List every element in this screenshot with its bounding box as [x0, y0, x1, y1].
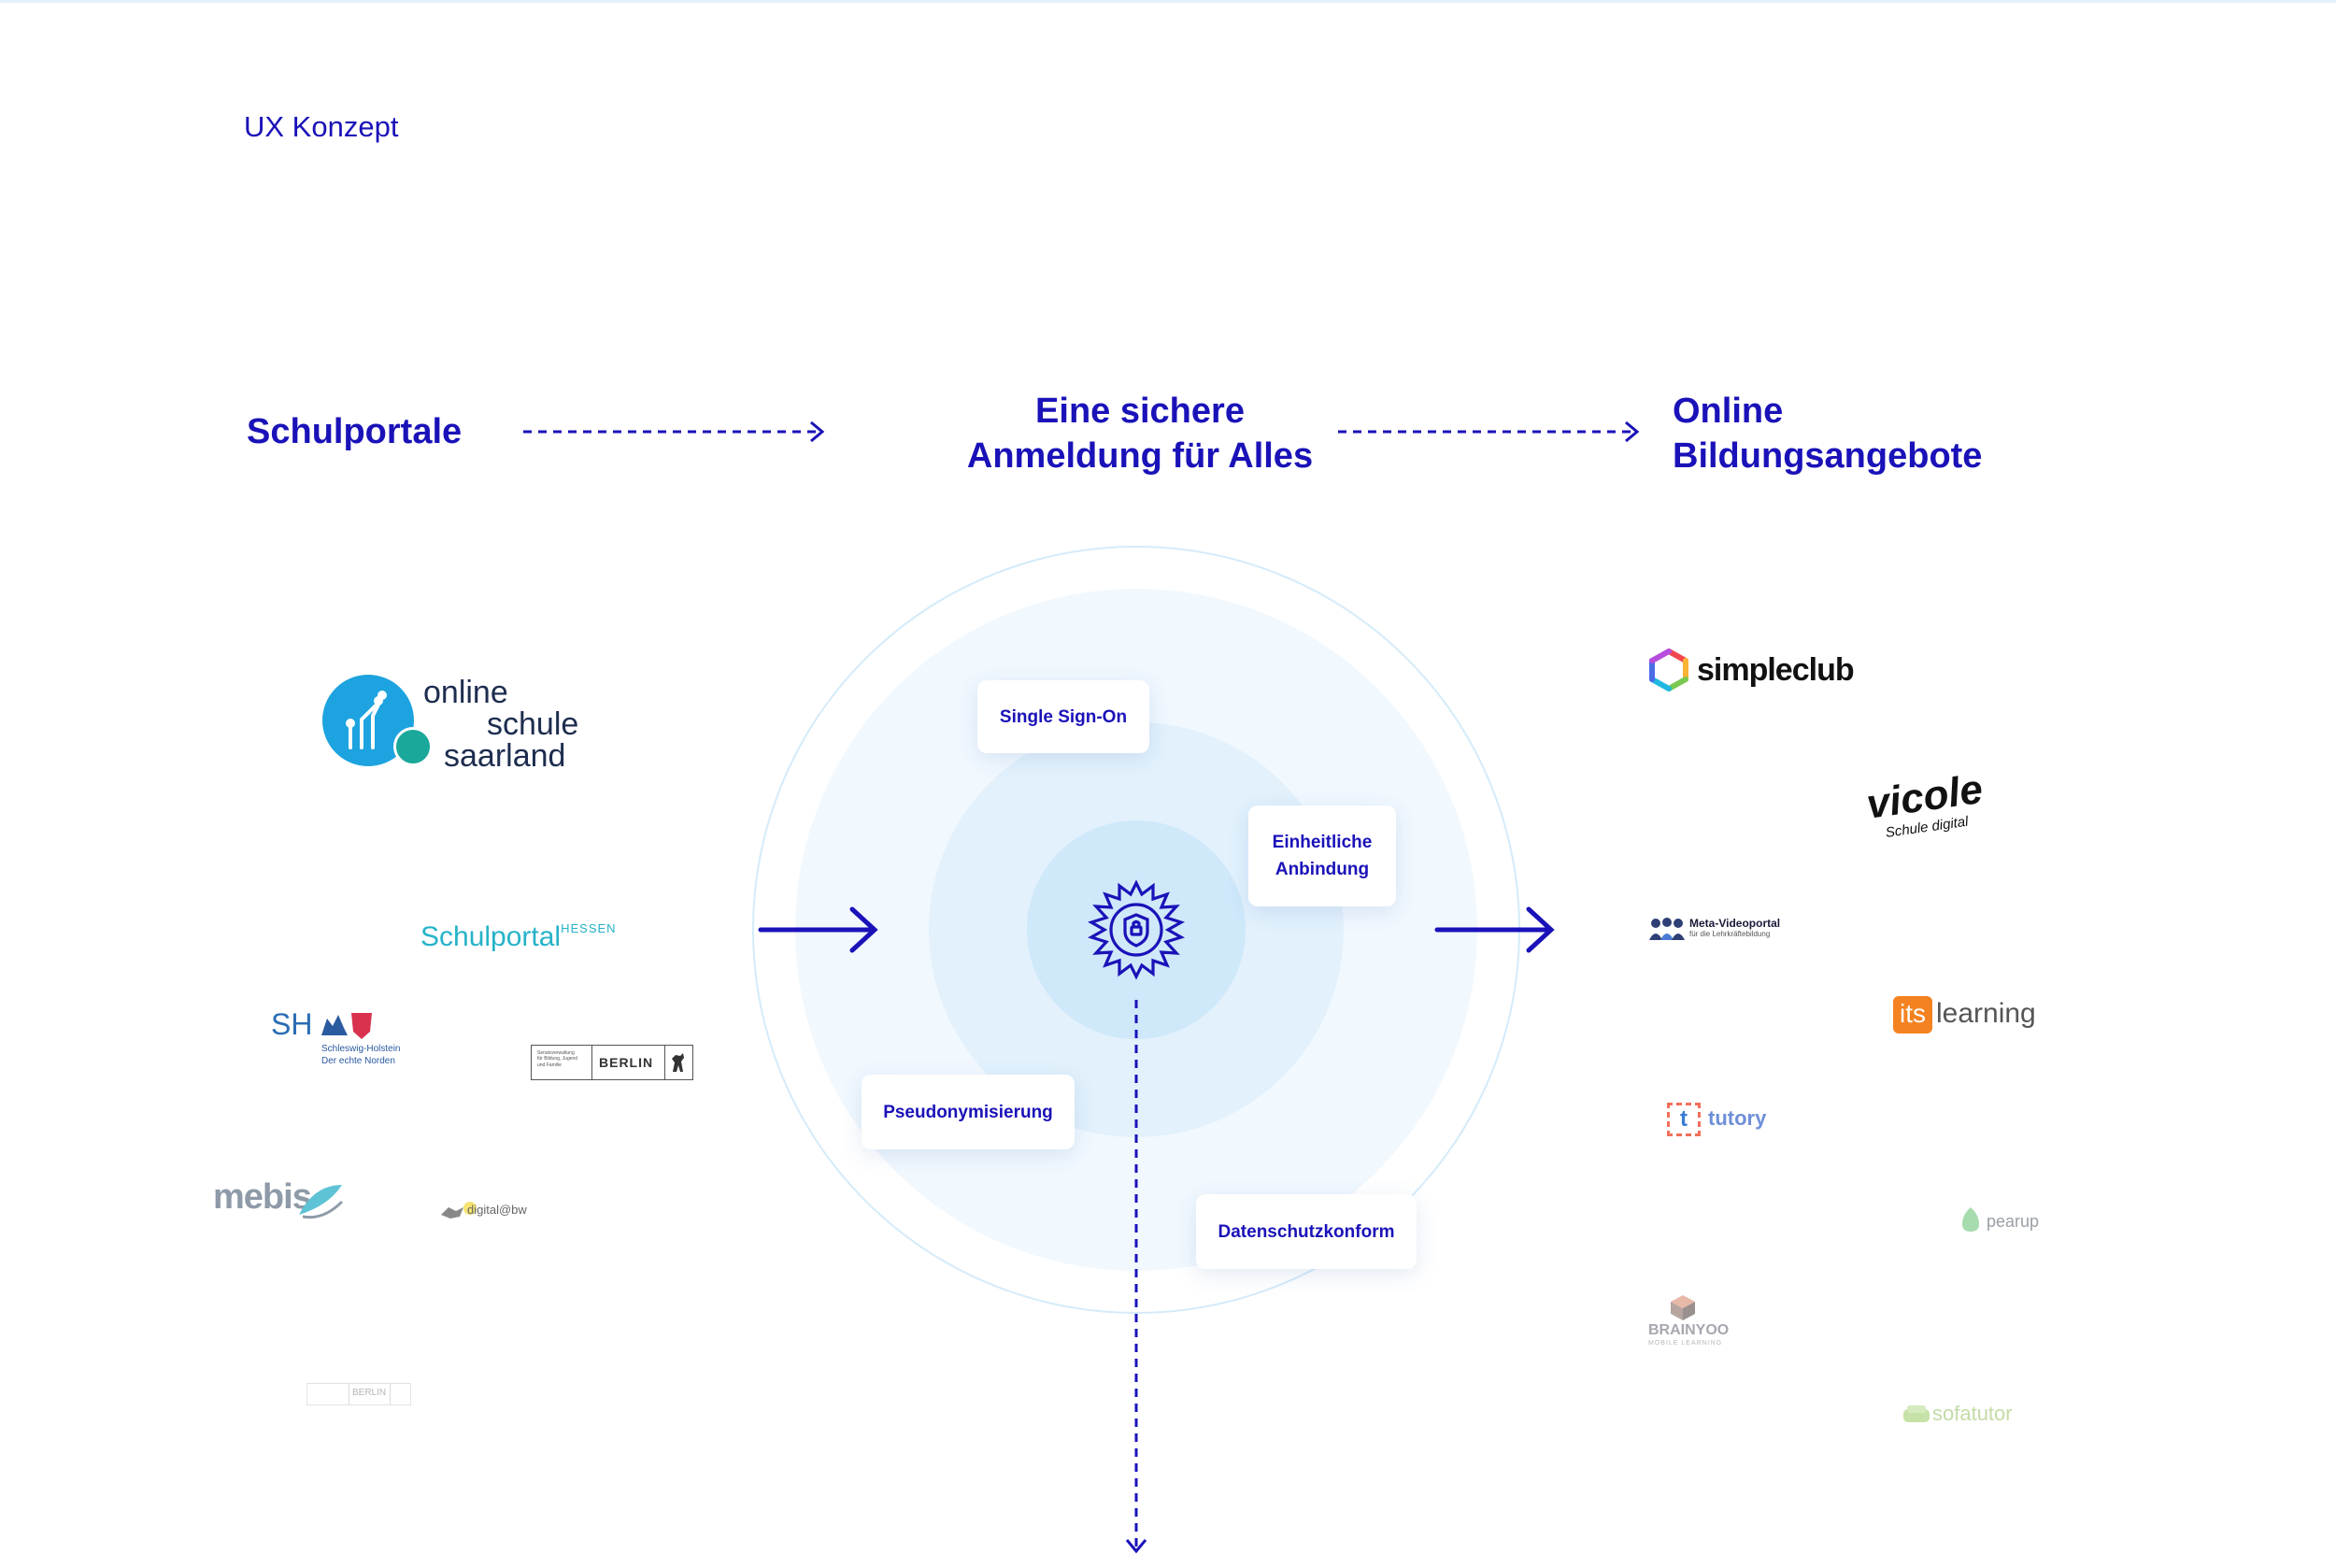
- sofatutor-sofa-icon: [1903, 1405, 1930, 1422]
- dashed-arrow-right-icon: [1338, 421, 1640, 443]
- berlin-bear-icon: [672, 1053, 684, 1072]
- arrow-right-icon: [1434, 906, 1555, 953]
- bw-lion-icon: [441, 1207, 463, 1219]
- heading-schulportale: Schulportale: [247, 412, 463, 451]
- mebis-swoosh-icon: [299, 1185, 344, 1219]
- sh-coat-of-arms-icon: [321, 1013, 372, 1039]
- logo-online-schule-saarland: online schule saarland: [322, 673, 603, 776]
- saarland-line1: online: [423, 675, 508, 710]
- logo-schleswig-holstein: SH Schleswig-Holstein Der echte Norden: [271, 1007, 401, 1066]
- inner-ring: [1027, 820, 1246, 1039]
- meta-people-icon: [1649, 918, 1685, 940]
- top-border: [0, 0, 2336, 3]
- pearup-pear-icon: [1962, 1207, 1979, 1232]
- heading-bildungsangebote: Online Bildungsangebote: [1673, 392, 1983, 476]
- feature-pseudonymisierung: Pseudonymisierung: [862, 1075, 1075, 1149]
- logo-berlin-small: BERLIN: [306, 1383, 411, 1405]
- saarland-line2: schule: [487, 706, 579, 742]
- shield-lock-badge-icon: [1088, 879, 1185, 980]
- feature-einheitliche-anbindung: Einheitliche Anbindung: [1248, 805, 1396, 906]
- feature-single-sign-on: Single Sign-On: [977, 680, 1149, 753]
- heading-secure-login: Eine sichere Anmeldung für Alles: [966, 392, 1314, 476]
- simpleclub-hexagon-icon: [1649, 649, 1688, 691]
- dashed-arrow-right-icon: [523, 421, 825, 443]
- logo-schulportal-hessen: SchulportalHESSEN: [420, 921, 617, 952]
- arrow-right-icon: [758, 906, 878, 953]
- brainyoo-cube-icon: [1671, 1295, 1695, 1320]
- saarland-line3: saarland: [444, 738, 566, 774]
- dashed-arrow-down-icon: [1125, 1000, 1147, 1554]
- logo-berlin-senatsverwaltung: Senatsverwaltung für Bildung, Jugend und…: [531, 1045, 693, 1080]
- feature-datenschutzkonform: Datenschutzkonform: [1196, 1194, 1417, 1269]
- page-eyebrow: UX Konzept: [244, 110, 399, 143]
